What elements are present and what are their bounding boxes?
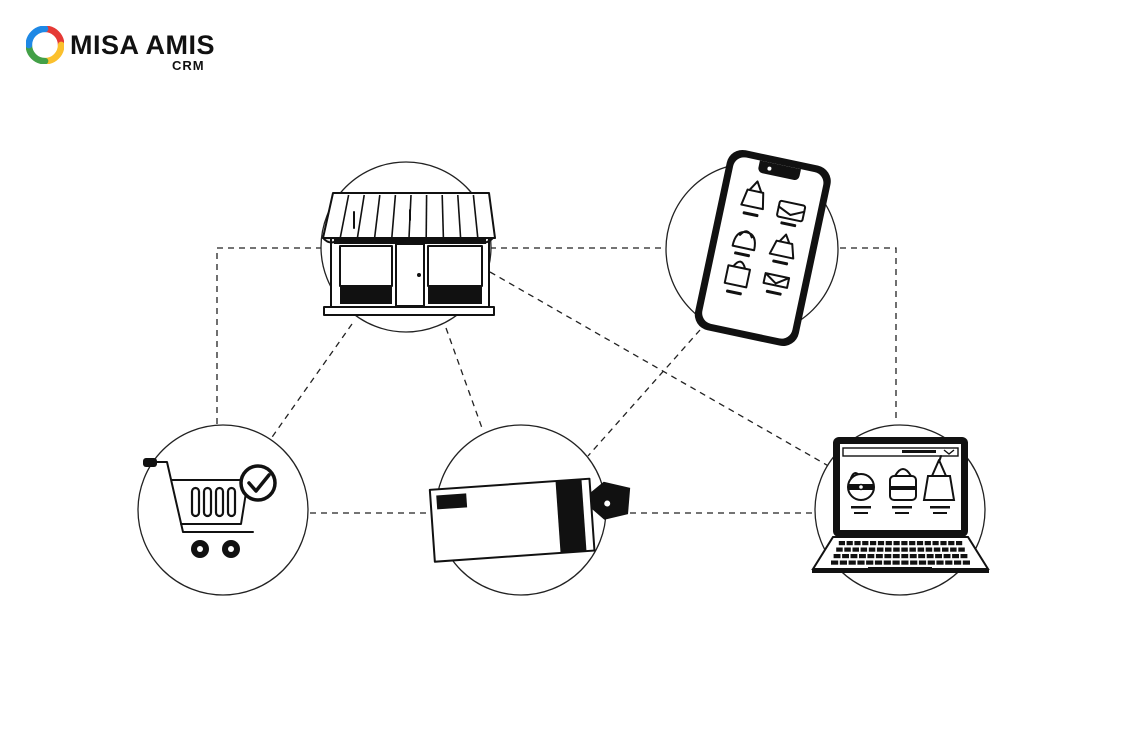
connector-store-package: [445, 327, 483, 429]
misa-ring-icon: [26, 26, 64, 64]
brand-sub: CRM: [172, 58, 205, 73]
package-tag-icon: [428, 477, 631, 563]
shopping-cart-check-icon: [143, 458, 277, 558]
connector-lines: [216, 247, 897, 514]
connector-store-cart-diagonal: [269, 323, 353, 441]
brand-logo[interactable]: MISA AMIS CRM: [26, 26, 216, 76]
connector-phone-laptop: [840, 247, 897, 420]
storefront-icon: [322, 192, 496, 316]
connector-store-cart: [216, 247, 322, 428]
brand-name: MISA AMIS: [70, 30, 215, 60]
smartphone-shop-icon: [694, 149, 831, 347]
connector-phone-package: [587, 329, 701, 457]
laptop-shop-icon: [811, 437, 990, 573]
